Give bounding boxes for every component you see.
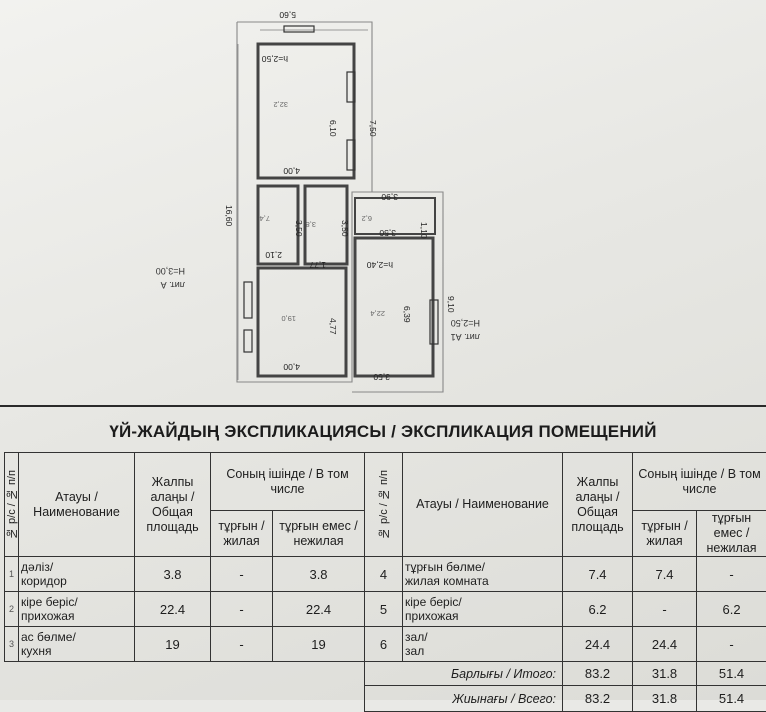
height-label: h=2,40 (366, 260, 393, 270)
header-living-left: тұрғын / жилая (211, 511, 273, 557)
dim-label: 3,50 (340, 220, 350, 237)
room-name: кіре беріс/прихожая (403, 592, 563, 627)
section-label: лит. А (161, 280, 185, 290)
room-area: 22.4 (135, 592, 211, 627)
subtotal-label: Барлығы / Итого: (365, 662, 563, 686)
header-name-right: Атауы / Наименование (403, 453, 563, 557)
floor-plan: 5,60 7,50 16,60 6,10 4,00 3,90 3,50 3,50… (0, 0, 766, 405)
header-area-right: Жалпы алаңы / Общая площадь (563, 453, 633, 557)
room-nonliving: 22.4 (273, 592, 365, 627)
header-nonliving-right: тұрғын емес / нежилая (697, 511, 766, 557)
room-area: 19 (135, 627, 211, 662)
dim-label: 9,10 (446, 296, 456, 313)
total-nonliving: 51.4 (697, 686, 766, 712)
room-area-label: 32,2 (273, 100, 288, 109)
room-name: дәліз/коридор (19, 557, 135, 592)
subtotal-living: 31.8 (633, 662, 697, 686)
dim-label: 3,50 (294, 220, 304, 237)
dim-label: 4,00 (283, 166, 300, 176)
header-area-left: Жалпы алаңы / Общая площадь (135, 453, 211, 557)
dim-label: 3,50 (373, 372, 390, 382)
section-label: лит. А1 (451, 332, 480, 342)
room-nonliving: 19 (273, 627, 365, 662)
subtotal-row: Барлығы / Итого: 83.2 31.8 51.4 (5, 662, 766, 686)
height-label: h=2,50 (261, 54, 288, 64)
header-incl-right: Соның ішінде / В том числе (633, 453, 766, 511)
dim-label: 3,50 (379, 228, 396, 238)
room-area-label: 19,0 (281, 314, 296, 323)
header-name-left: Атауы / Наименование (19, 453, 135, 557)
dim-label: 6,39 (402, 306, 412, 323)
dim-label: 7,50 (368, 120, 378, 137)
header-num-left: № р/с / № п/п (5, 453, 19, 557)
room-area: 24.4 (563, 627, 633, 662)
sheet-divider (0, 405, 766, 407)
total-label: Жиынағы / Всего: (365, 686, 563, 712)
room-name: зал/зал (403, 627, 563, 662)
room-area-label: 22,4 (370, 309, 385, 318)
section-label: Н=3,00 (156, 266, 185, 276)
room-name: тұрғын бөлме/жилая комната (403, 557, 563, 592)
subtotal-area: 83.2 (563, 662, 633, 686)
room-living: - (633, 592, 697, 627)
total-living: 31.8 (633, 686, 697, 712)
room-area: 7.4 (563, 557, 633, 592)
room-area-label: 3,8 (306, 220, 316, 229)
table-row: 3 ас бөлме/кухня 19 - 19 6 зал/зал 24.4 … (5, 627, 766, 662)
dim-label: 1,10 (419, 222, 429, 239)
room-number: 4 (365, 557, 403, 592)
dim-label: 3,90 (381, 192, 398, 202)
room-nonliving: 6.2 (697, 592, 766, 627)
explication-table: № р/с / № п/п Атауы / Наименование Жалпы… (4, 452, 766, 712)
table-row: 1 дәліз/коридор 3.8 - 3.8 4 тұрғын бөлме… (5, 557, 766, 592)
total-area: 83.2 (563, 686, 633, 712)
room-area-label: 7,4 (260, 214, 270, 223)
dim-label: 4,00 (283, 362, 300, 372)
room-nonliving: 3.8 (273, 557, 365, 592)
subtotal-nonliving: 51.4 (697, 662, 766, 686)
dim-label: 1,77 (309, 260, 326, 270)
room-living: 24.4 (633, 627, 697, 662)
room-name: ас бөлме/кухня (19, 627, 135, 662)
dim-label: 5,60 (279, 10, 296, 20)
room-area: 3.8 (135, 557, 211, 592)
room-number: 6 (365, 627, 403, 662)
dim-label: 4,77 (328, 318, 338, 335)
room-number: 5 (365, 592, 403, 627)
header-num-right: № р/с / № п/п (365, 453, 403, 557)
room-nonliving: - (697, 627, 766, 662)
header-incl-left: Соның ішінде / В том числе (211, 453, 365, 511)
page-title: ҮЙ-ЖАЙДЫҢ ЭКСПЛИКАЦИЯСЫ / ЭКСПЛИКАЦИЯ ПО… (0, 422, 766, 442)
table-row: 2 кіре беріс/прихожая 22.4 - 22.4 5 кіре… (5, 592, 766, 627)
header-nonliving-left: тұрғын емес / нежилая (273, 511, 365, 557)
room-living: - (211, 592, 273, 627)
room-living: 7.4 (633, 557, 697, 592)
room-nonliving: - (697, 557, 766, 592)
total-row: Жиынағы / Всего: 83.2 31.8 51.4 (5, 686, 766, 712)
room-living: - (211, 557, 273, 592)
section-label: Н=2,50 (451, 318, 480, 328)
header-living-right: тұрғын / жилая (633, 511, 697, 557)
dim-label: 2,10 (265, 250, 282, 260)
room-area-label: 6,2 (362, 214, 372, 223)
room-5-wall (355, 238, 433, 376)
dim-label: 6,10 (328, 120, 338, 137)
dim-label: 16,60 (224, 205, 234, 227)
room-area: 6.2 (563, 592, 633, 627)
room-name: кіре беріс/прихожая (19, 592, 135, 627)
room-living: - (211, 627, 273, 662)
